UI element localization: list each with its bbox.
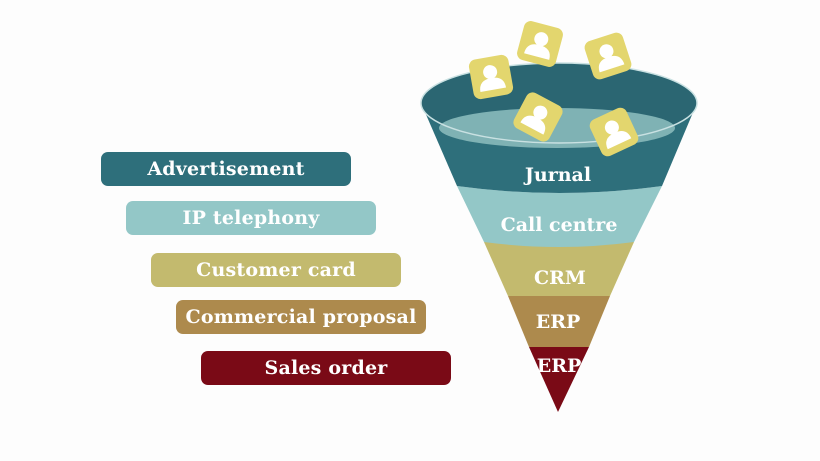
legend-item-ip-telephony: IP telephony: [126, 201, 376, 235]
legend-item-sales-order: Sales order: [201, 351, 451, 385]
legend-item-commercial-proposal: Commercial proposal: [176, 300, 426, 334]
legend-item-customer-card: Customer card: [151, 253, 401, 287]
funnel-rim-edge: [420, 62, 698, 144]
user-icon: [515, 19, 565, 69]
funnel-stage-4: [508, 296, 610, 347]
funnel-stage-5: [529, 347, 589, 412]
funnel-stage-label-erp-bottom: ERP: [537, 355, 582, 377]
funnel-stage-label-jurnal: Jurnal: [523, 164, 591, 186]
funnel-stage-label-call-centre: Call centre: [501, 214, 618, 236]
funnel-stage-2: [457, 186, 662, 247]
funnel-stage-3: [484, 242, 634, 296]
funnel-stage-label-erp: ERP: [536, 311, 581, 333]
funnel-stage-label-crm: CRM: [534, 267, 586, 289]
legend-item-advertisement: Advertisement: [101, 152, 351, 186]
user-icon: [467, 53, 515, 101]
